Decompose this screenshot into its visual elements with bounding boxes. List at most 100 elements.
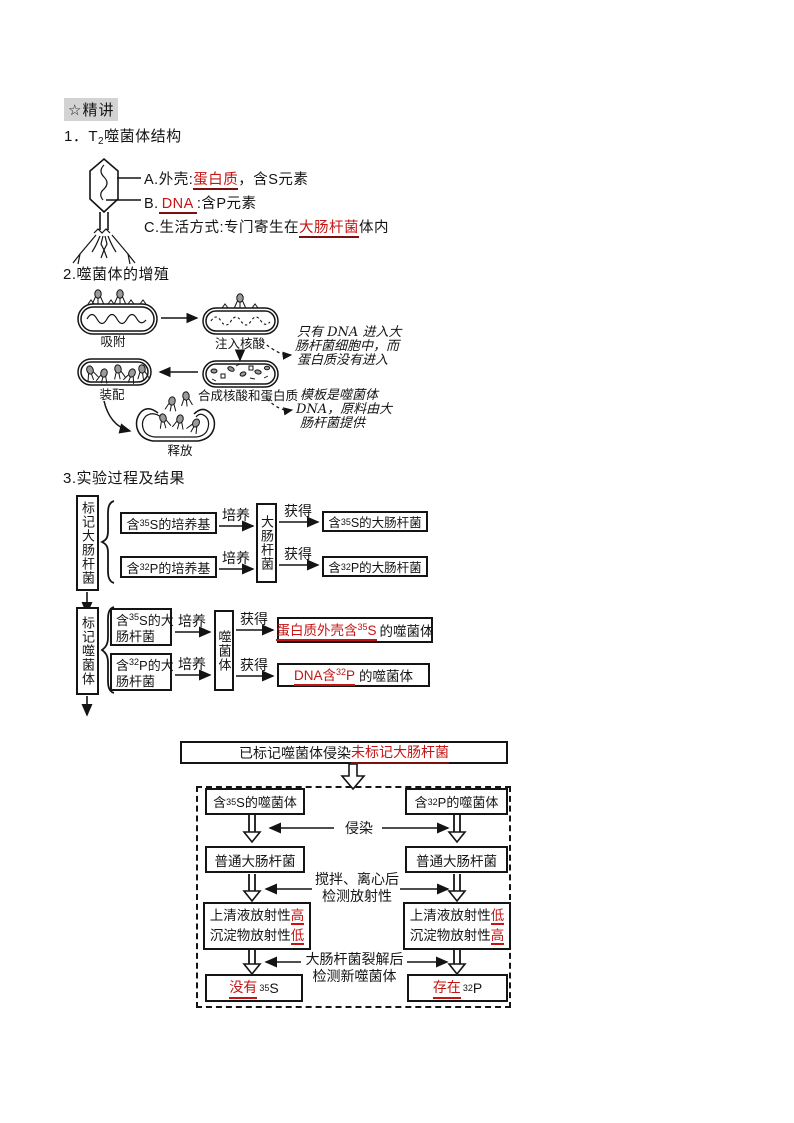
label-inject: 注入核酸 [215,336,266,351]
isotope-sup: 32 [129,657,140,667]
line1: 含32P的大 [116,654,174,674]
result-right-box: 上清液放射性低 沉淀物放射性高 [403,902,511,950]
no-label: 没有 [229,977,258,999]
text: S的噬菌体 [236,795,297,810]
flow1-side-box: 标记大肠杆菌 [76,495,99,591]
phage-tail [99,212,109,230]
text: DNA含 [293,668,336,683]
isotope-sup: 32 [139,562,150,572]
phage-dna-coil [100,164,108,201]
text: 的噬菌体 [379,624,434,639]
phage-head [89,157,119,214]
label-cultivate-2: 培养 [222,550,250,566]
section3-title: 3.实验过程及结果 [63,470,186,487]
cell-synthesis [202,360,279,388]
text: S的培养基 [149,516,211,532]
text: 含 [116,613,130,628]
text: P的噬菌体 [437,795,499,810]
line1: 上清液放射性低 [410,906,505,926]
phage-structure-diagram [72,157,141,265]
result-left-box: 上清液放射性高 沉淀物放射性低 [203,902,311,950]
text: S的大肠杆菌 [350,516,422,530]
note2-line3: 肠杆菌提供 [300,416,367,431]
section1-title-text: 噬菌体结构 [104,128,182,145]
result-low: 低 [290,928,305,945]
section-badge: ☆精讲 [64,98,119,121]
line2: 沉淀物放射性高 [410,926,505,946]
section1-t-sub: 2 [98,136,105,147]
cell-injection [202,293,279,335]
text: 含 [126,516,140,532]
cell-adsorption [77,289,158,335]
label-obtain-3: 获得 [240,611,268,627]
infect-label: 侵染 [345,820,373,836]
isotope-sup: 32 [462,983,473,993]
result-high: 高 [490,928,505,945]
flowchart-braces [99,500,115,694]
text: 含 [328,516,341,530]
text: P的大肠杆菌 [350,561,422,575]
label-synthesize: 合成核酸和蛋白质 [198,388,298,403]
text: 含 [414,795,428,810]
experiment-dashed-frame [196,786,511,1008]
phage-label-b: B.DNA:含P元素 [144,192,257,214]
exist-label: 存在 [432,977,461,999]
text: P [346,668,356,683]
centrifuge-line1: 搅拌、离心后 [315,871,399,887]
text: 含 [328,561,341,575]
title-black: 已标记噬菌体侵染 [239,744,351,761]
flow2-result-32p-box: DNA含32P 的噬菌体 [277,663,430,687]
arrow-assemble-to-release [103,400,132,434]
dashed-arrow-note1 [261,340,293,360]
text: 蛋白质外壳含 [276,623,358,638]
replication-diagram [77,289,294,442]
flow2-ecoli-35s-box: 含35S的大 肠杆菌 [110,608,174,646]
section1-t: T [88,128,99,145]
flow2-side-box: 标记噬菌体 [76,607,99,695]
label-c-suffix: 体内 [359,220,390,236]
text: P的培养基 [149,560,211,576]
flow2-phage-box: 噬菌体 [214,610,234,691]
note1-line1: 只有 DNA 进入大 [297,325,403,340]
phage-label-c: C.生活方式:专门寄生在大肠杆菌体内 [144,216,390,238]
label-obtain-4: 获得 [240,657,268,673]
section1-title: 1．T2噬菌体结构 [64,125,182,147]
margin-note-1: 只有 DNA 进入大 肠杆菌细胞中，而 蛋白质没有进入 [295,325,403,368]
phage-baseplate [93,228,111,234]
label-cultivate-1: 培养 [222,507,250,523]
note1-line2: 肠杆菌细胞中，而 [295,339,401,354]
phage-label-a: A.外壳:蛋白质，含S元素 [144,168,308,190]
isotope-sup: 35 [259,983,270,993]
text: P [472,980,483,996]
normal-ecoli-right-box: 普通大肠杆菌 [405,846,508,873]
lysis-line2: 检测新噬菌体 [312,968,397,984]
text: 含 [213,795,227,810]
label-adsorb: 吸附 [100,335,126,349]
line2: 肠杆菌 [116,674,156,689]
flow2-ecoli-32p-box: 含32P的大 肠杆菌 [110,653,174,691]
result-low: 低 [490,908,505,925]
result-high: 高 [290,908,305,925]
isotope-sup: 32 [340,561,351,572]
text: S的大 [139,613,174,628]
centrifuge-line2: 检测放射性 [322,888,392,904]
isotope-sup: 35 [226,796,237,807]
isotope-sup: 35 [357,622,368,632]
text: 沉淀物放射性 [409,928,491,943]
isotope-sup: 35 [340,516,351,527]
isotope-sup: 35 [139,518,150,528]
text: S [367,623,377,638]
label-b-prefix: B. [144,196,159,212]
note2-line1: 模板是噬菌体 [300,388,380,403]
phage-tail-fibers [72,234,136,265]
double-down-arrow [340,763,366,791]
note1-line3: 蛋白质没有进入 [297,353,388,368]
cell-release [135,390,216,442]
